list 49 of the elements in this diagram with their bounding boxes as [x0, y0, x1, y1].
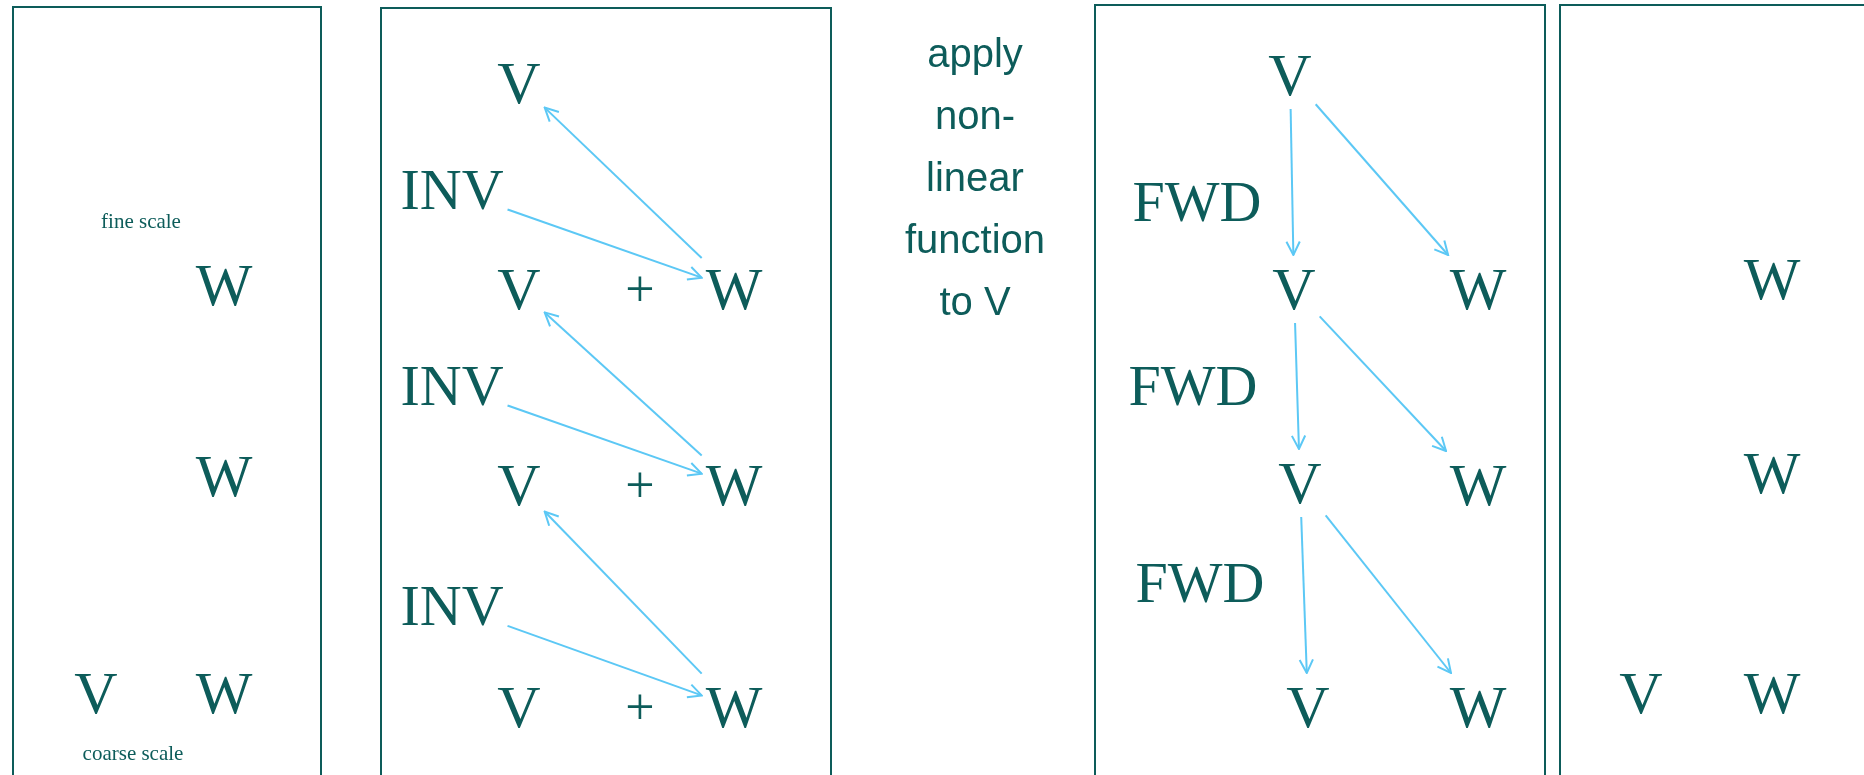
variable-label: W	[705, 259, 763, 319]
variable-label: V	[497, 677, 541, 737]
variable-label: V	[1272, 259, 1316, 319]
operator-label: FWD	[1135, 554, 1265, 612]
panel-frame	[1094, 4, 1546, 775]
arrow	[543, 106, 703, 260]
variable-label: V	[74, 663, 118, 723]
operator-label: FWD	[1132, 173, 1262, 231]
operator-label: INV	[400, 577, 504, 635]
annotation-text: apply non-linear function to V	[903, 30, 1047, 325]
arrow	[1290, 322, 1307, 450]
variable-label: W	[195, 255, 253, 315]
variable-label: W	[705, 677, 763, 737]
variable-label: W	[1743, 443, 1801, 503]
variable-label: V	[497, 455, 541, 515]
arrow	[1314, 103, 1450, 256]
arrow	[506, 624, 703, 699]
plus-sign: +	[625, 263, 655, 315]
variable-label: W	[1449, 455, 1507, 515]
scale-label: fine scale	[101, 210, 181, 232]
plus-sign: +	[625, 681, 655, 733]
variable-label: W	[1743, 249, 1801, 309]
plus-sign: +	[625, 459, 655, 511]
arrow	[1318, 315, 1448, 452]
variable-label: V	[497, 53, 541, 113]
variable-label: V	[1268, 45, 1312, 105]
variable-label: W	[195, 663, 253, 723]
operator-label: INV	[400, 357, 504, 415]
panel-frame	[380, 7, 832, 775]
operator-label: INV	[400, 161, 504, 219]
variable-label: V	[1278, 453, 1322, 513]
arrow	[1324, 514, 1452, 674]
variable-label: W	[1449, 677, 1507, 737]
panel-frame	[12, 6, 322, 775]
variable-label: W	[1449, 259, 1507, 319]
arrow	[506, 208, 703, 281]
arrow	[506, 404, 703, 477]
variable-label: V	[497, 259, 541, 319]
variable-label: W	[705, 455, 763, 515]
operator-label: FWD	[1128, 357, 1258, 415]
arrow	[1285, 108, 1301, 256]
arrow	[543, 510, 703, 675]
arrow	[1298, 516, 1314, 674]
variable-label: W	[195, 446, 253, 506]
arrow	[543, 311, 703, 457]
variable-label: V	[1286, 677, 1330, 737]
scale-label: coarse scale	[82, 742, 184, 764]
variable-label: W	[1743, 663, 1801, 723]
variable-label: V	[1619, 663, 1663, 723]
